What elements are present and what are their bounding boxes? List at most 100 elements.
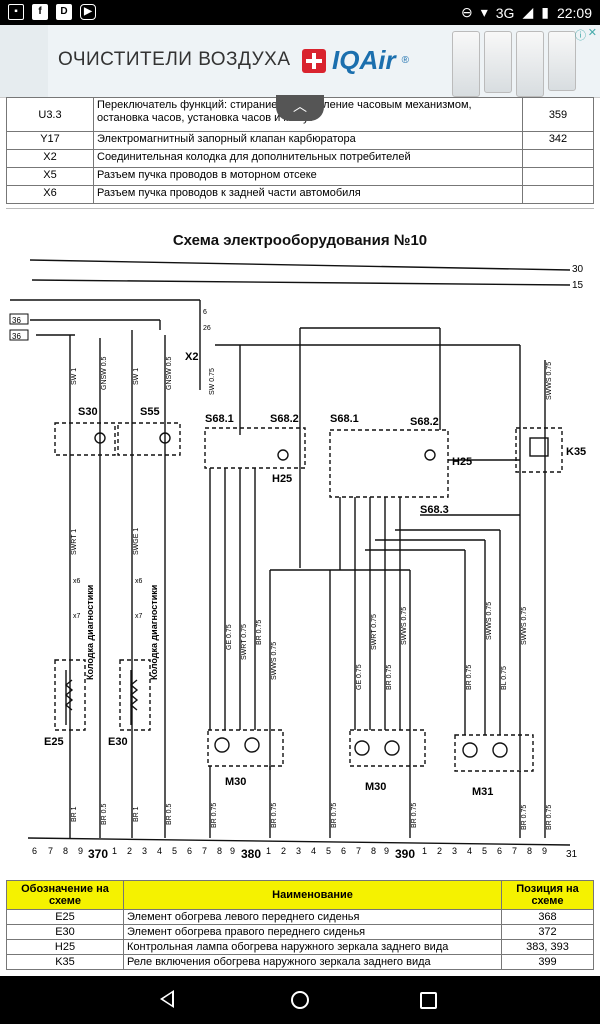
network-type: 3G [495,4,515,21]
table-cell-pos [522,149,594,168]
scale-num: 6 [187,846,192,856]
chevron-up-icon: ︿ [293,98,307,114]
component-s68-3: S68.3 [420,504,449,516]
scale-num: 9 [230,846,235,856]
component-k35: K35 [566,446,586,458]
scale-num: 4 [311,846,316,856]
table-cell-name: Соединительная колодка для дополнительны… [93,149,523,168]
recent-apps-icon[interactable] [420,992,437,1009]
component-h25: H25 [272,473,292,485]
table-cell-name: Реле включения обогрева наружного зеркал… [123,954,502,970]
table-cell-code: K35 [6,954,124,970]
component-m30: M30 [365,781,386,793]
home-icon[interactable] [291,991,309,1009]
wire-label: BR 0.75 [256,620,263,645]
scale-num: 8 [63,846,68,856]
signal-icon: ◢ [522,4,534,20]
wiring-diagram: 36 36 30 15 31 S30 S55 X2 S68.1 S68.2 H2… [9,259,586,861]
wire-label: SWRT 1 [71,529,78,555]
facebook-icon: f [32,4,48,20]
diag-connector-label: Колодка диагностики [85,585,95,680]
table-row: K35 Реле включения обогрева наружного зе… [6,954,594,970]
component-s30: S30 [78,406,98,418]
wire-label: SWRT 0.75 [241,624,248,660]
scale-num: 9 [384,846,389,856]
scale-num: 3 [452,846,457,856]
scale-num: 9 [78,846,83,856]
dnd-icon: ⊖ [461,4,473,20]
table-cell-pos: 383, 393 [501,939,594,955]
table-cell-code: U3.3 [6,97,94,132]
table-header-row: Обозначение на схеме Наименование Позици… [6,880,594,910]
scale-num: 1 [422,846,427,856]
table-cell-pos: 359 [522,97,594,132]
table-cell-code: X6 [6,185,94,204]
air-purifier-image [452,31,480,97]
wire-label: SWWS 0.75 [401,607,408,645]
component-h25: H25 [452,456,472,468]
scale-num: 5 [172,846,177,856]
table-cell-pos [522,185,594,204]
youtube-icon: ▶ [80,4,96,20]
scale-num: 4 [467,846,472,856]
wire-label: SWWS 0.75 [486,602,493,640]
back-icon[interactable] [160,990,174,1008]
wire-label: GE 0.75 [226,624,233,650]
navigation-bar [0,976,600,1024]
table-row: H25 Контрольная лампа обогрева наружного… [6,939,594,955]
image-icon: ▪ [8,4,24,20]
scale-position: 390 [395,847,415,861]
scale-num: 8 [371,846,376,856]
component-s68-2: S68.2 [270,413,299,425]
ground-wire-label: BR 0.75 [521,805,528,830]
ad-close-icon[interactable]: ✕ [587,27,597,39]
wire-label: BR 0.75 [466,665,473,690]
table-row: X5 Разъем пучка проводов в моторном отсе… [6,167,594,186]
scale-position: 380 [241,847,261,861]
ad-info-icon[interactable]: ⓘ [575,30,586,42]
wire-label: SWWS 0.75 [521,607,528,645]
wire-label: SW 0.75 [209,368,216,395]
table-row: Y17 Электромагнитный запорный клапан кар… [6,131,594,150]
ground-wire-label: BR 0.75 [211,803,218,828]
clock: 22:09 [556,4,592,21]
system-icons: ⊖ ▾ 3G ◢ ▮ 22:09 [461,4,592,21]
air-purifier-image [484,31,512,93]
scale-num: 7 [356,846,361,856]
ground-wire-label: BR 1 [71,806,78,822]
component-m31: M31 [472,786,493,798]
component-x2: X2 [185,351,198,363]
scale-num: 5 [326,846,331,856]
scale-num: 6 [497,846,502,856]
ad-banner[interactable]: ОЧИСТИТЕЛИ ВОЗДУХА IQAir ® ⓘ ✕ [0,25,600,98]
connector-num: 26 [203,325,211,332]
ad-brand: IQAir [332,45,396,75]
connector-num: x7 [135,613,143,620]
scale-num: 6 [32,846,37,856]
scale-num: 5 [482,846,487,856]
scale-num: 1 [266,846,271,856]
scale-num: 7 [48,846,53,856]
ad-logo: IQAir ® [302,45,409,76]
air-purifier-image [548,31,576,91]
connector-num: x7 [73,613,81,620]
table-cell-name: Электромагнитный запорный клапан карбюра… [93,131,523,150]
wire-label: GNSW 0.5 [101,356,108,390]
scale-num: 8 [217,846,222,856]
table-row: X6 Разъем пучка проводов к задней части … [6,185,594,204]
connector-num: x6 [135,578,143,585]
ad-text: ОЧИСТИТЕЛИ ВОЗДУХА [58,49,291,70]
wire-label: SWWS 0.75 [271,642,278,680]
connector-num: 6 [203,309,207,316]
scale-position: 370 [88,847,108,861]
terminal-label: 36 [12,332,21,341]
scale-num: 6 [341,846,346,856]
components-table-top: U3.3 Переключатель функций: стирание, ус… [6,97,594,204]
ground-wire-label: BR 0.75 [411,803,418,828]
battery-icon: ▮ [541,4,549,20]
table-cell-pos: 399 [501,954,594,970]
wire-label: SW 1 [133,368,140,385]
ground-wire-label: BR 1 [133,806,140,822]
collapse-ad-button[interactable]: ︿ [276,95,324,121]
component-m30: M30 [225,776,246,788]
